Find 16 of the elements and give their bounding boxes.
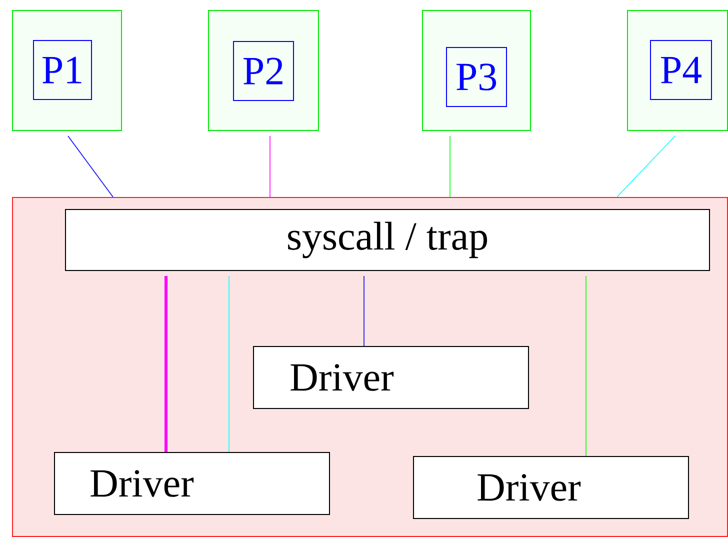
process-box (627, 10, 728, 131)
connector-line (616, 136, 676, 198)
process-box (12, 10, 122, 131)
label-box: P4 (650, 40, 712, 100)
process-box (208, 10, 319, 131)
connector-line (164, 276, 168, 452)
syscall-box: syscall / trap (65, 209, 710, 271)
connector-line (228, 276, 230, 452)
connector-line (68, 136, 114, 198)
driver-box: Driver (54, 452, 330, 515)
label-box: P3 (446, 47, 507, 107)
label-box: P1 (33, 40, 92, 100)
driver-box: Driver (413, 456, 689, 519)
label-box: P2 (233, 41, 294, 101)
driver-box: Driver (253, 346, 529, 409)
process-box (422, 10, 531, 131)
